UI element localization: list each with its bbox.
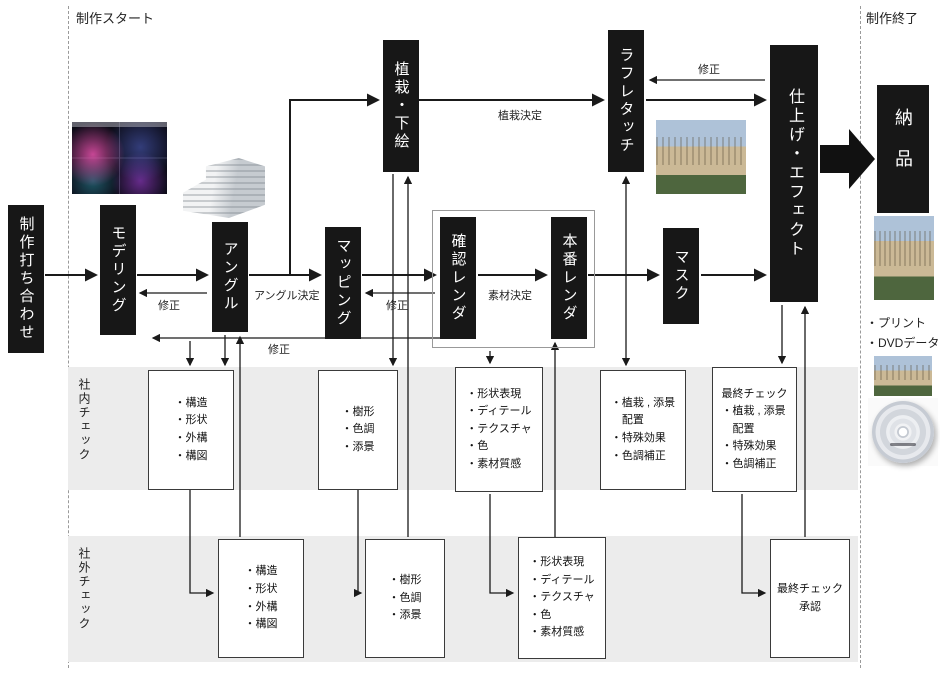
retouch-photo-image	[656, 120, 746, 194]
label-angle-decided: アングル決定	[254, 290, 320, 302]
label-fix-angle: 修正	[268, 344, 290, 356]
stage-planting-sketch: 植栽・下絵	[383, 40, 419, 172]
external-check-3-items: ・形状表現 ・ディテール ・テクスチャ ・色 ・素材質感	[529, 556, 595, 639]
internal-check-5-items: 最終チェック ・植栽 , 添景 配置 ・特殊効果 ・色調補正	[721, 387, 788, 470]
connector-internal2-to-external2	[353, 490, 363, 598]
label-print: ・プリント	[866, 316, 927, 330]
stage-modeling: モデリング	[100, 205, 136, 335]
phase-end-label: 制作終了	[866, 11, 919, 26]
internal-check-box-2: ・樹形 ・色調 ・添景	[318, 370, 398, 490]
label-dvd-data: ・DVDデータ	[866, 336, 940, 350]
internal-check-4-items: ・植栽 , 添景 配置 ・特殊効果 ・色調補正	[610, 396, 676, 462]
stage-meeting: 制作打ち合わせ	[8, 205, 44, 353]
external-check-box-4: 最終チェック 承認	[770, 539, 850, 658]
internal-check-box-4: ・植栽 , 添景 配置 ・特殊効果 ・色調補正	[600, 370, 686, 490]
delivery-photo-image	[874, 216, 934, 300]
stage-rough-retouch: ラフレタッチ	[608, 30, 644, 172]
external-check-box-2: ・樹形 ・色調 ・添景	[365, 539, 445, 658]
internal-check-box-3: ・形状表現 ・ディテール ・テクスチャ ・色 ・素材質感	[455, 367, 543, 492]
external-check-box-3: ・形状表現 ・ディテール ・テクスチャ ・色 ・素材質感	[518, 537, 606, 659]
big-arrow-finish-to-delivery	[820, 129, 875, 189]
external-check-1-items: ・構造 ・形状 ・外構 ・構図	[244, 565, 278, 631]
external-check-band	[68, 536, 858, 662]
internal-check-3-items: ・形状表現 ・ディテール ・テクスチャ ・色 ・素材質感	[466, 387, 532, 470]
stage-mask: マスク	[663, 228, 699, 324]
internal-check-2-items: ・樹形 ・色調 ・添景	[341, 405, 375, 453]
dvd-disc-icon	[872, 401, 934, 463]
external-check-2-items: ・樹形 ・色調 ・添景	[388, 574, 422, 622]
label-fix-retouch: 修正	[698, 64, 720, 76]
external-check-4-items: 最終チェック 承認	[777, 582, 843, 613]
connector-internal3-to-external3	[489, 494, 515, 598]
connector-internal1-to-external1	[189, 490, 215, 598]
label-fix-mapping: 修正	[386, 300, 408, 312]
arrow-angle-to-planting	[289, 93, 380, 275]
stage-angle: アングル	[212, 222, 248, 332]
stage-confirm-render: 確認レンダ	[440, 217, 476, 339]
end-divider-line	[860, 6, 861, 668]
internal-check-box-1: ・構造 ・形状 ・外構 ・構図	[148, 370, 234, 490]
label-material-decided: 素材決定	[488, 290, 532, 302]
label-planting-decided: 植栽決定	[498, 110, 542, 122]
building-model-image	[183, 158, 265, 218]
stage-final-render: 本番レンダ	[551, 217, 587, 339]
start-divider-line	[68, 6, 69, 668]
stage-delivery: 納品	[877, 85, 929, 213]
internal-check-1-items: ・構造 ・形状 ・外構 ・構図	[174, 396, 208, 462]
external-check-row-label: 社外チェック	[77, 547, 91, 631]
internal-check-box-5: 最終チェック ・植栽 , 添景 配置 ・特殊効果 ・色調補正	[712, 367, 797, 492]
print-photo-image	[874, 356, 932, 396]
external-check-box-1: ・構造 ・形状 ・外構 ・構図	[218, 539, 304, 658]
phase-start-label: 制作スタート	[76, 11, 155, 26]
stage-finish-effect: 仕上げ・エフェクト	[770, 45, 818, 302]
dvd-image	[868, 398, 938, 466]
label-fix-modeling: 修正	[158, 300, 180, 312]
stage-mapping: マッピング	[325, 227, 361, 339]
connector-internal5-to-external4	[741, 494, 767, 598]
render-group-frame	[432, 210, 595, 348]
internal-check-row-label: 社内チェック	[77, 378, 91, 462]
modeling-screenshot-image	[72, 122, 167, 194]
